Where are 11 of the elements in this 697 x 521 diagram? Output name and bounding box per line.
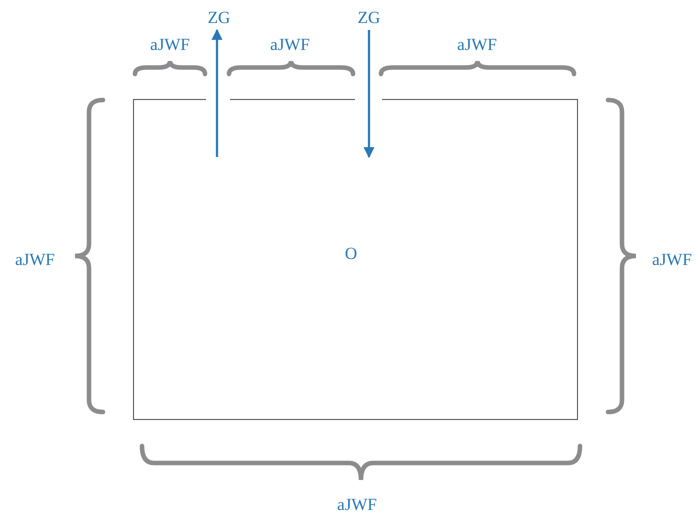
dimension-label: aJWF: [150, 35, 190, 55]
arrow: [212, 28, 222, 157]
dimension-label: aJWF: [652, 250, 692, 270]
box-label: O: [344, 244, 358, 264]
arrow-label: ZG: [208, 8, 230, 28]
dimension-label: aJWF: [15, 250, 55, 270]
arrow: [364, 30, 374, 158]
arrow-label: ZG: [358, 8, 380, 28]
dimension-label: aJWF: [457, 35, 497, 55]
dimension-label: aJWF: [337, 495, 377, 515]
dimension-label: aJWF: [270, 35, 310, 55]
